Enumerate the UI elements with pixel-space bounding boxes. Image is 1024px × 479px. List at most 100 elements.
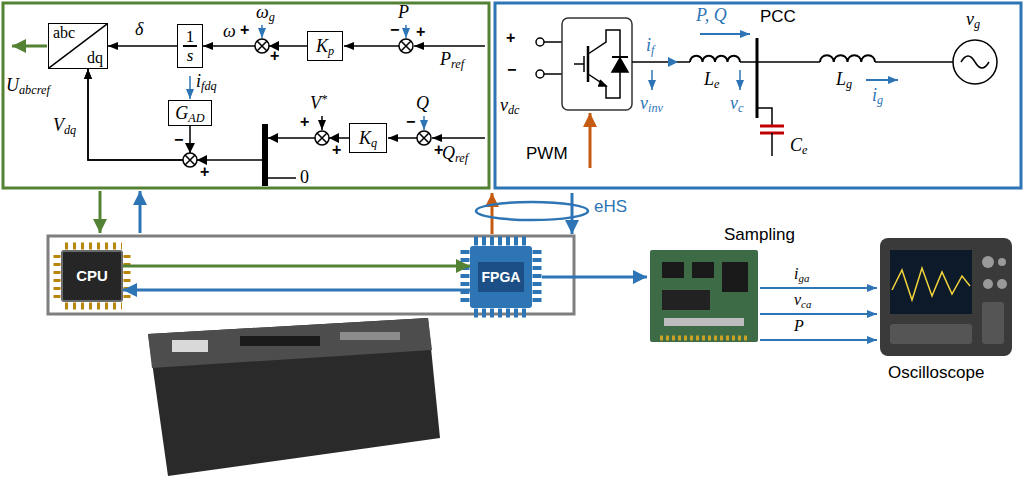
oscilloscope-picture	[998, 258, 1006, 266]
signal-name: P, Q	[696, 6, 727, 25]
signal-name: ifdq	[196, 72, 217, 91]
caption-label: PWM	[526, 145, 568, 163]
summing-junction	[185, 155, 195, 165]
signal-name: V*	[310, 94, 327, 113]
control-wire	[423, 116, 425, 130]
node-text: Kq	[359, 129, 377, 148]
signal-name: Lg	[836, 70, 852, 89]
chip-pins	[533, 250, 542, 306]
panel-frame	[3, 3, 1021, 314]
control-wire	[261, 25, 263, 38]
sign-label: +	[332, 142, 341, 159]
node-text: dq	[87, 50, 103, 67]
power-circuit	[760, 125, 784, 128]
signal-name: vinv	[640, 94, 663, 113]
label-anchor: −	[507, 62, 516, 79]
label-anchor: Le	[704, 70, 719, 89]
transform-block: abcdq	[48, 23, 108, 69]
power-circuit	[588, 30, 620, 56]
caption-label: Oscilloscope	[888, 364, 984, 382]
simulator-box	[172, 340, 208, 352]
label-anchor: +	[300, 114, 309, 131]
oscilloscope-picture	[982, 302, 1004, 344]
selector-bar	[262, 124, 268, 186]
link-arrow	[491, 193, 494, 234]
diagonal-line	[49, 24, 107, 68]
chip-pins	[65, 303, 122, 310]
signal-name: ωg	[256, 3, 275, 22]
chip-pins	[65, 243, 122, 250]
node-text: Kp	[316, 37, 334, 56]
label-anchor: Oscilloscope	[888, 364, 984, 382]
arrow-head	[268, 133, 278, 143]
sampling-card	[650, 250, 758, 342]
panel-frame	[48, 236, 574, 314]
power-circuit	[588, 72, 620, 98]
label-anchor: Vdq	[52, 116, 77, 135]
power-circuit	[771, 133, 773, 156]
label-anchor: PCC	[760, 8, 796, 26]
caption-label: eHS	[594, 198, 627, 216]
summing-junction	[255, 39, 269, 53]
signal-arrow	[88, 69, 349, 160]
power-circuit	[866, 79, 898, 81]
link-arrow	[760, 287, 877, 289]
node-text: GAD	[175, 104, 204, 123]
sign-label: +	[240, 22, 249, 39]
label-anchor: +	[416, 24, 425, 41]
label-anchor: vca	[794, 292, 811, 309]
label-anchor: vdc	[500, 96, 520, 115]
oscilloscope-picture	[880, 238, 1012, 356]
signal-name: Pref	[440, 50, 464, 69]
power-circuit	[875, 61, 953, 63]
power-circuit	[536, 38, 544, 46]
control-wire	[388, 137, 417, 139]
label-anchor: +	[332, 142, 341, 159]
control-wire	[344, 45, 399, 47]
chip-pins	[474, 237, 530, 246]
oscilloscope-picture	[890, 250, 972, 314]
chip-pins	[124, 255, 131, 300]
power-circuit	[544, 73, 562, 75]
control-wire	[189, 76, 191, 99]
label-anchor: δ	[134, 20, 144, 39]
simulator-box	[148, 318, 432, 368]
control-wire	[268, 177, 296, 179]
label-anchor: ω	[222, 22, 237, 41]
sampling-card	[660, 336, 748, 341]
link-arrow	[760, 313, 877, 315]
label-anchor: +	[270, 48, 279, 65]
caption-label: PCC	[760, 8, 796, 26]
integrator-block: 1s	[177, 24, 203, 68]
panel-frame	[3, 3, 489, 188]
chip-pins	[54, 255, 61, 300]
label-anchor: P	[398, 3, 409, 22]
power-circuit	[757, 61, 820, 63]
selector-bar	[262, 124, 268, 186]
oscilloscope-picture	[892, 268, 970, 300]
summing-junction	[419, 133, 429, 143]
summing-junction	[317, 133, 327, 143]
sign-label: +	[200, 164, 209, 181]
summing-junction	[417, 131, 431, 145]
oscilloscope-picture	[982, 256, 994, 268]
oscilloscope-picture	[890, 324, 972, 344]
sampling-card	[662, 290, 710, 310]
control-wire	[12, 45, 47, 48]
power-circuit	[756, 38, 759, 118]
node-text: CPU	[76, 268, 108, 284]
sampling-card	[722, 262, 748, 292]
label-anchor: +	[434, 142, 443, 159]
label-anchor: Qref	[442, 144, 468, 163]
gain-block: GAD	[168, 100, 212, 126]
signal-name: Uabcref	[6, 76, 50, 95]
control-wire	[405, 25, 407, 38]
oscilloscope-picture	[880, 238, 1012, 356]
label-anchor: vc	[730, 94, 743, 113]
signal-name: vdc	[500, 96, 520, 115]
summing-junction	[399, 39, 413, 53]
chip-pins	[474, 309, 530, 318]
control-wire	[414, 45, 485, 47]
link-arrow	[99, 191, 102, 233]
